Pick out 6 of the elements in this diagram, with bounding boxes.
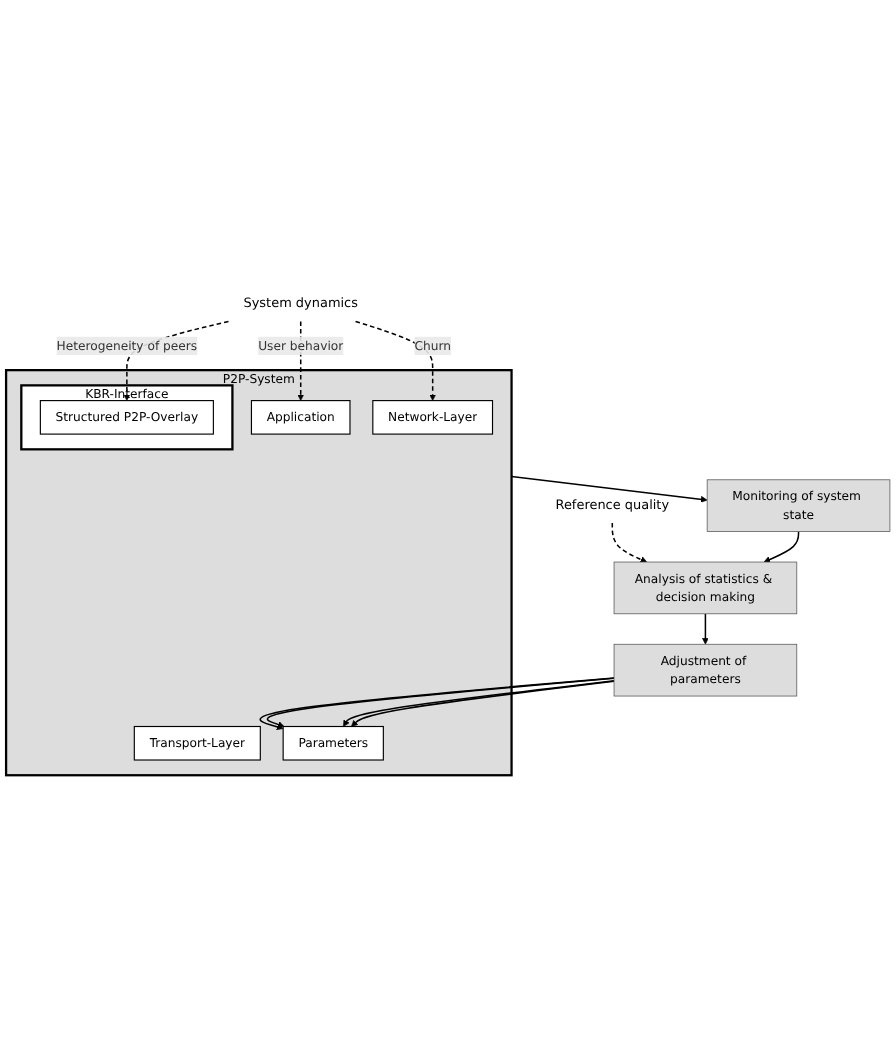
arrow <box>354 320 436 401</box>
arrow <box>611 522 648 563</box>
arrow <box>763 530 800 563</box>
arrow <box>702 613 709 645</box>
arrow <box>510 475 708 503</box>
arrow <box>297 320 305 401</box>
